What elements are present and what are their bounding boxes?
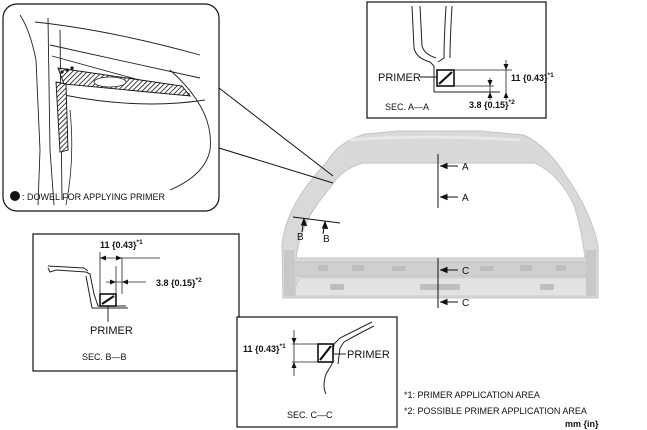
dowel-legend-dot: [10, 191, 20, 201]
sec-aa-dim-38: 3.8 {0.15}*2: [469, 99, 515, 110]
dowel-dots: [60, 66, 74, 74]
marker-b-left: B: [297, 232, 304, 243]
sec-bb-dim-38: 3.8 {0.15}*2: [156, 277, 202, 288]
marker-a-top: A: [462, 162, 469, 173]
marker-c-top: C: [462, 266, 469, 277]
sec-bb-dim-11: 11 {0.43}*1: [100, 239, 143, 250]
sec-cc-primer-label: PRIMER: [347, 349, 390, 361]
sec-bb-title: SEC. B—B: [82, 352, 127, 362]
sec-aa-title: SEC. A—A: [385, 102, 429, 112]
sec-bb-box: [32, 233, 240, 372]
marker-b-right: B: [323, 234, 330, 245]
detail-callout-box: [2, 3, 334, 212]
note-2: *2: POSSIBLE PRIMER APPLICATION AREA: [404, 406, 587, 416]
section-line-c: [437, 258, 458, 308]
section-line-a: [437, 154, 458, 208]
sec-aa-primer-label: PRIMER: [378, 72, 421, 84]
sec-cc-dim-11: 11 {0.43}*1: [243, 343, 286, 354]
sec-aa-dim-11: 11 {0.43}*1: [511, 72, 554, 83]
marker-c-bottom: C: [462, 298, 469, 309]
sec-bb-primer-label: PRIMER: [90, 325, 133, 337]
marker-a-bottom: A: [462, 193, 469, 204]
vehicle-body: [281, 130, 599, 299]
units-label: mm {in}: [565, 419, 599, 429]
note-1: *1: PRIMER APPLICATION AREA: [404, 390, 540, 400]
dowel-legend-text: : DOWEL FOR APPLYING PRIMER: [22, 192, 166, 202]
section-line-b: [292, 216, 341, 235]
sec-cc-box: [236, 316, 398, 428]
sec-aa-box: [366, 1, 547, 119]
sec-cc-title: SEC. C—C: [287, 410, 333, 420]
